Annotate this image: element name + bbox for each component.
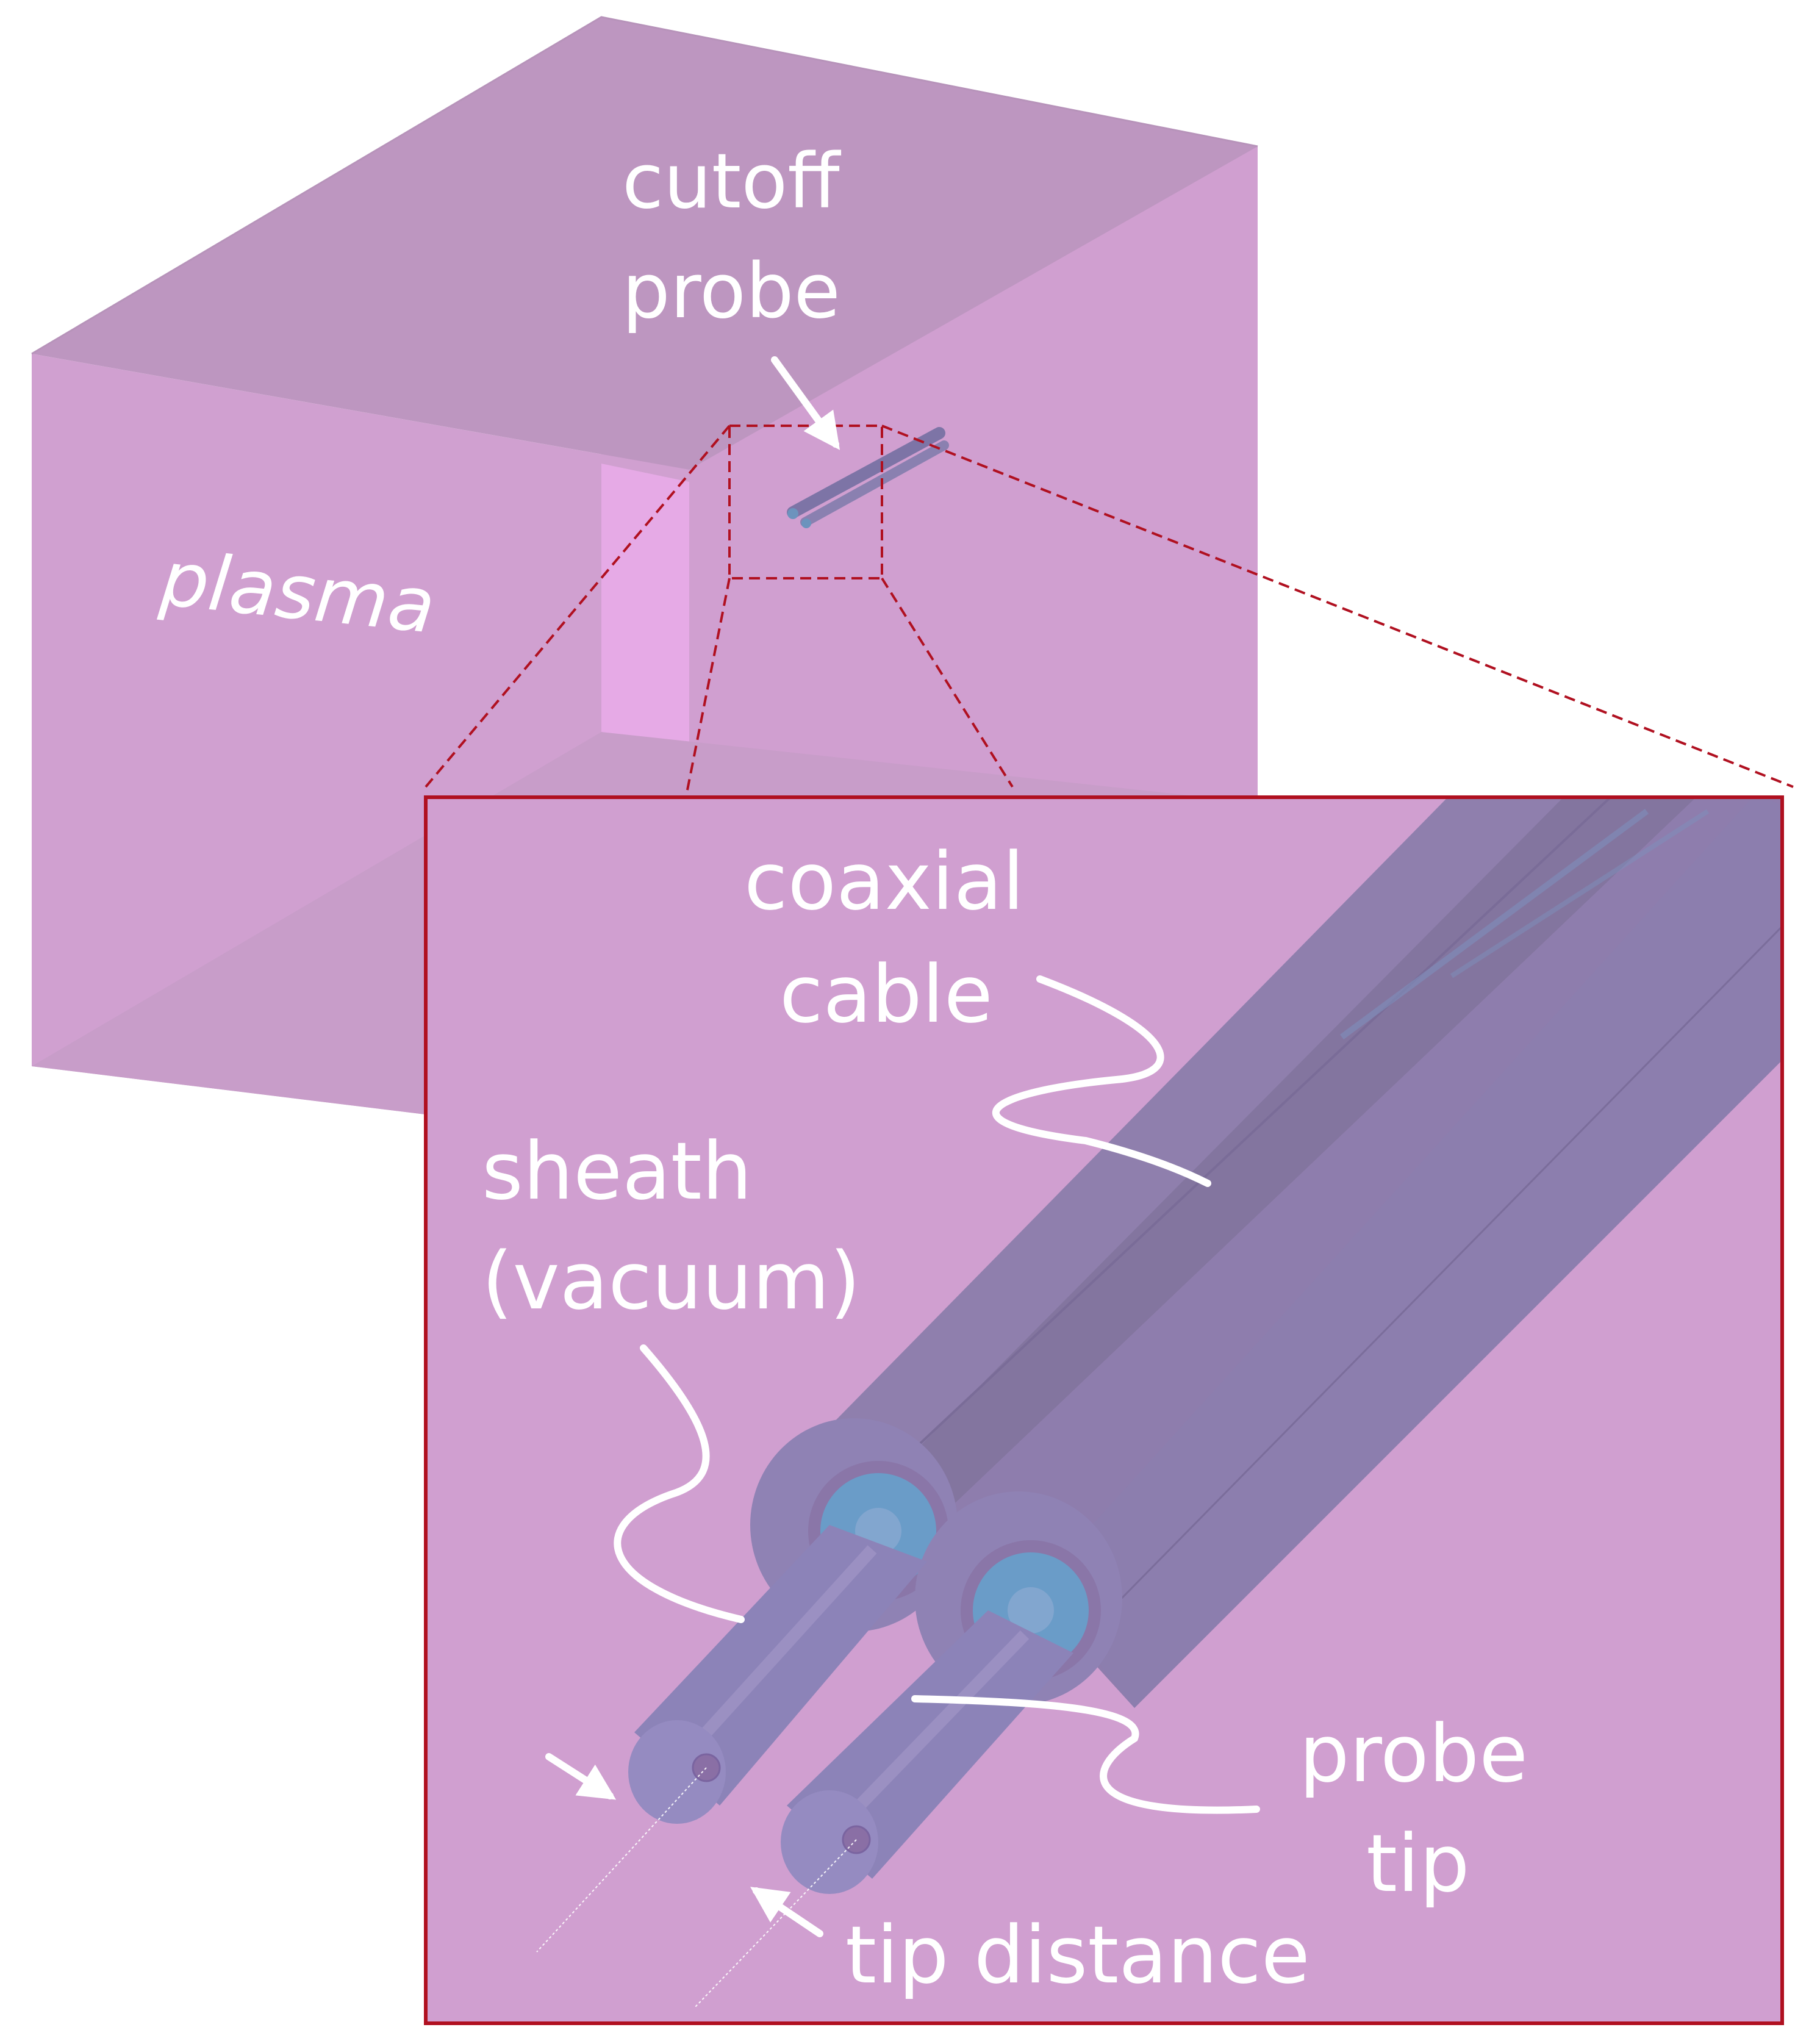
plasma-inner-highlight xyxy=(601,464,689,753)
plasma-edge-lines xyxy=(31,16,1258,355)
cutoff-probe-label-line2: probe xyxy=(622,248,840,335)
coaxial-cable-label-line1: coaxial xyxy=(744,835,1025,928)
sheath-label-line2: (vacuum) xyxy=(482,1235,861,1327)
sheath-label-line1: sheath xyxy=(482,1125,752,1218)
zoom-inset xyxy=(426,797,1782,2023)
probe-tip-label-line1: probe xyxy=(1299,1707,1528,1800)
coaxial-cable-leader xyxy=(992,975,1211,1187)
labels: cutoff probe plasma coaxial cable sheath… xyxy=(156,138,1528,2001)
cutoff-probe-arrow xyxy=(771,356,840,450)
coaxial-cable-label-line2: cable xyxy=(779,948,993,1041)
callouts xyxy=(545,356,1260,1937)
cutoff-probe-small xyxy=(787,427,949,528)
tip-distance-label: tip distance xyxy=(845,1909,1310,2001)
cutoff-probe-label-line1: cutoff xyxy=(622,138,841,226)
tip-distance-arrow-right xyxy=(750,1887,823,1937)
sheath-leader xyxy=(614,1344,745,1623)
probe-tip-leader xyxy=(911,1695,1260,1814)
probe-tip-label-line2: tip xyxy=(1366,1817,1470,1910)
tip-distance-arrow-left xyxy=(545,1753,617,1800)
sheath-tube-front xyxy=(781,1610,1073,1894)
plasma-top-face xyxy=(32,17,1258,470)
zoom-inset-frame xyxy=(424,795,1784,2025)
